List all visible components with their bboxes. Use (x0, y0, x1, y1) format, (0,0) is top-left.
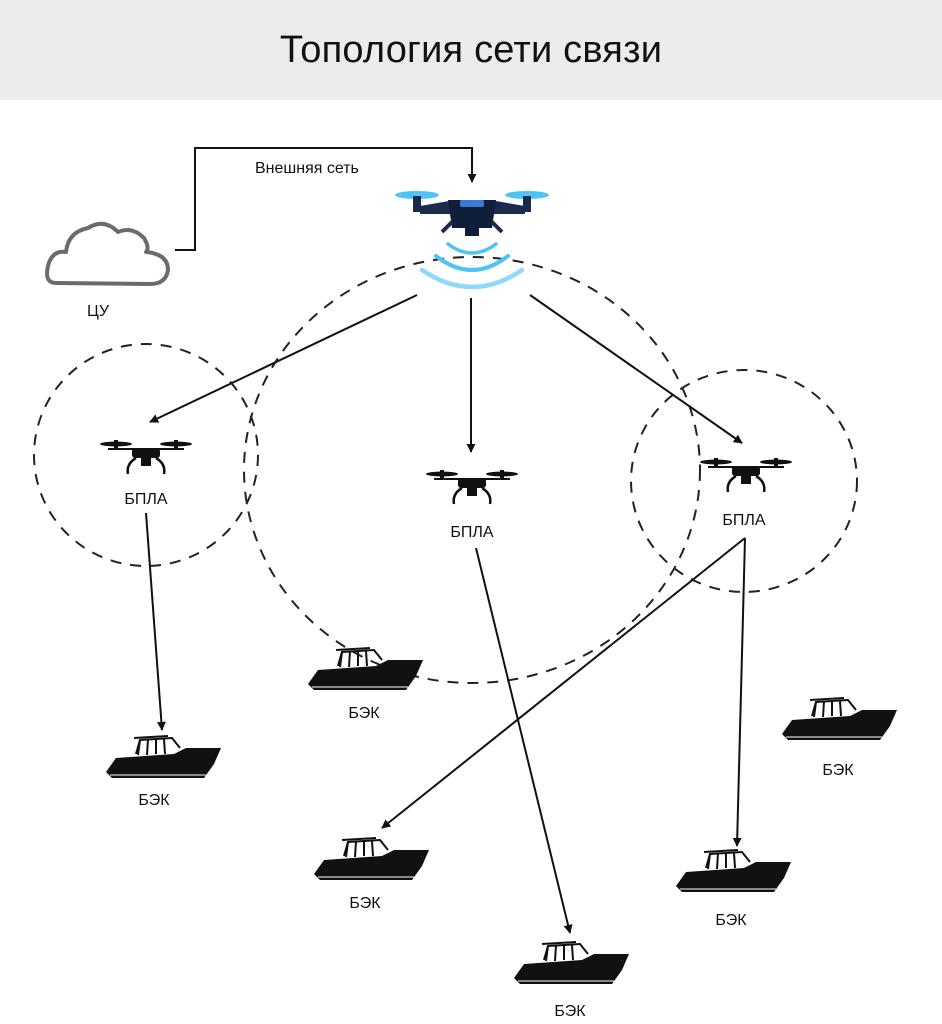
drone-icon (98, 438, 194, 476)
coverage-zone-left (33, 343, 259, 567)
external-network-label: Внешняя сеть (255, 160, 359, 177)
page-title: Топология сети связи (279, 28, 663, 71)
boat-label: БЭК (554, 1003, 586, 1020)
boat-2: БЭК (105, 735, 222, 809)
boat-icon (313, 837, 430, 881)
coverage-zone-right (630, 369, 858, 593)
boat-icon (105, 735, 222, 779)
control-center: ЦУ (45, 221, 170, 320)
signal-waves-icon (419, 242, 525, 290)
boat-4: БЭК (313, 837, 430, 912)
boat-1: БЭК (307, 647, 424, 722)
boat-3: БЭК (781, 697, 898, 779)
boat-label: БЭК (349, 895, 381, 912)
master-links (149, 294, 743, 453)
boat-icon (513, 941, 630, 985)
uav-links (145, 512, 746, 934)
boat-label: БЭК (348, 705, 380, 722)
cloud-icon (45, 221, 170, 286)
boat-icon (675, 849, 792, 893)
uav-label: БПЛА (450, 524, 494, 541)
coverage-zones (33, 256, 858, 684)
external-network-link: Внешняя сеть (175, 147, 477, 251)
uav-left: БПЛА (98, 438, 194, 508)
boat-5: БЭК (675, 849, 792, 929)
drone-icon (395, 191, 549, 236)
boat-6: БЭК (513, 941, 630, 1020)
boat-icon (781, 697, 898, 741)
uav-label: БПЛА (124, 491, 168, 508)
coverage-zone-master (243, 256, 701, 684)
drone-icon (424, 468, 520, 506)
boat-icon (307, 647, 424, 691)
uav-right: БПЛА (698, 456, 794, 529)
boat-label: БЭК (138, 792, 170, 809)
master-drone (395, 191, 549, 290)
control-center-label: ЦУ (87, 303, 110, 320)
boat-label: БЭК (822, 762, 854, 779)
title-bar: Топология сети связи (0, 0, 942, 100)
uav-label: БПЛА (722, 512, 766, 529)
boat-label: БЭК (715, 912, 747, 929)
drone-icon (698, 456, 794, 494)
uav-center: БПЛА (424, 468, 520, 541)
